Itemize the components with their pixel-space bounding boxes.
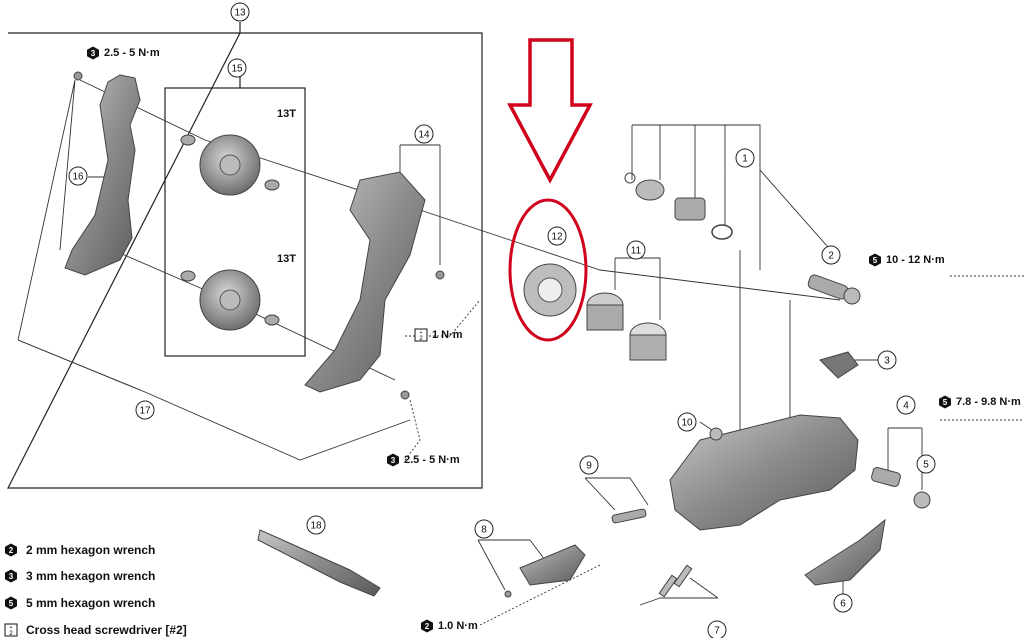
callout-7: 7	[707, 620, 727, 638]
tool-icon: +2	[4, 623, 18, 637]
callout-5: 5	[916, 454, 936, 474]
pin-9	[611, 508, 647, 524]
callout-9: 9	[579, 455, 599, 475]
tool-icon: 3	[4, 569, 18, 583]
legend-item: 3 3 mm hexagon wrench	[4, 566, 155, 586]
callout-11: 11	[626, 240, 646, 260]
svg-text:9: 9	[586, 461, 592, 472]
callout-12: 12	[547, 226, 567, 246]
svg-text:3: 3	[9, 572, 14, 581]
cage-assembly-frame	[7, 22, 483, 489]
callout-13: 13	[230, 2, 250, 22]
tool-icon: 2	[420, 619, 434, 633]
svg-text:18: 18	[310, 521, 322, 532]
callout-18: 18	[306, 515, 326, 535]
lower-tension-pulley	[180, 269, 280, 331]
callout-1: 1	[735, 148, 755, 168]
callout-2: 2	[821, 245, 841, 265]
tool-icon: +2	[414, 328, 428, 342]
callout-17: 17	[135, 400, 155, 420]
callout-6: 6	[833, 593, 853, 613]
svg-text:+: +	[420, 330, 423, 336]
tool-icon: 5	[4, 596, 18, 610]
tool-icon: 2	[4, 543, 18, 557]
lower-pulley-teeth: 13T	[277, 253, 296, 265]
adjust-bolts	[871, 467, 931, 509]
svg-text:14: 14	[418, 130, 430, 141]
plate-8	[519, 544, 586, 586]
bolt	[504, 590, 512, 598]
bolt	[435, 270, 445, 280]
upper-guide-pulley	[180, 134, 280, 196]
torque-mid-small: +2 1 N·m	[414, 327, 463, 343]
cover-piece	[819, 351, 859, 379]
svg-text:1: 1	[742, 154, 748, 165]
svg-text:3: 3	[391, 456, 396, 465]
svg-text:17: 17	[139, 406, 151, 417]
svg-text:5: 5	[923, 460, 929, 471]
legend-item: +2 Cross head screwdriver [#2]	[4, 620, 187, 640]
svg-text:3: 3	[91, 49, 96, 58]
outer-cage-plate	[64, 74, 141, 276]
torque-axle: 5 10 - 12 N·m	[868, 252, 945, 268]
svg-text:2: 2	[828, 251, 834, 262]
legend-item: 5 5 mm hexagon wrench	[4, 593, 155, 613]
upper-pulley-teeth: 13T	[277, 108, 296, 120]
callout-8: 8	[474, 519, 494, 539]
svg-text:11: 11	[631, 246, 642, 257]
callout-14: 14	[414, 124, 434, 144]
svg-text:10: 10	[681, 418, 693, 429]
svg-text:5: 5	[873, 256, 878, 265]
cap-10	[709, 427, 723, 441]
derailleur-body	[669, 414, 859, 531]
torque-bottom: 2 1.0 N·m	[420, 618, 478, 634]
svg-text:5: 5	[943, 398, 948, 407]
highlight-arrow	[507, 38, 593, 184]
svg-text:15: 15	[231, 64, 243, 75]
tool-icon: 3	[86, 46, 100, 60]
callout-16: 16	[68, 166, 88, 186]
tool-icon: 5	[868, 253, 882, 267]
torque-top-left: 3 2.5 - 5 N·m	[86, 45, 160, 61]
svg-text:3: 3	[884, 356, 890, 367]
guard-6	[804, 518, 886, 586]
svg-text:13: 13	[234, 8, 246, 19]
svg-text:2: 2	[419, 336, 423, 342]
svg-text:+: +	[10, 625, 13, 631]
svg-text:16: 16	[72, 172, 84, 183]
svg-text:2: 2	[9, 546, 14, 555]
callout-3: 3	[877, 350, 897, 370]
tool-18	[257, 529, 381, 597]
legend-item: 2 2 mm hexagon wrench	[4, 540, 155, 560]
tool-icon: 5	[938, 395, 952, 409]
svg-text:2: 2	[425, 622, 430, 631]
b-axle-parts	[624, 172, 733, 240]
callout-4: 4	[896, 395, 916, 415]
callout-15: 15	[227, 58, 247, 78]
svg-text:7: 7	[714, 626, 720, 637]
svg-text:5: 5	[9, 599, 14, 608]
callout-10: 10	[677, 412, 697, 432]
svg-text:6: 6	[840, 599, 846, 610]
torque-bottom-left: 3 2.5 - 5 N·m	[386, 452, 460, 468]
svg-text:12: 12	[551, 232, 563, 243]
inner-cage-plate	[304, 171, 426, 393]
b-axle-bolt	[807, 274, 861, 305]
part-12-plate	[523, 263, 577, 317]
svg-text:2: 2	[9, 631, 13, 637]
torque-right: 5 7.8 - 9.8 N·m	[938, 394, 1021, 410]
svg-text:8: 8	[481, 525, 487, 536]
bolt	[73, 71, 83, 81]
highlight-circle	[508, 198, 588, 342]
screws-7	[658, 564, 693, 598]
svg-text:4: 4	[903, 401, 909, 412]
bolt	[400, 390, 410, 400]
bushings	[586, 292, 667, 361]
tool-icon: 3	[386, 453, 400, 467]
